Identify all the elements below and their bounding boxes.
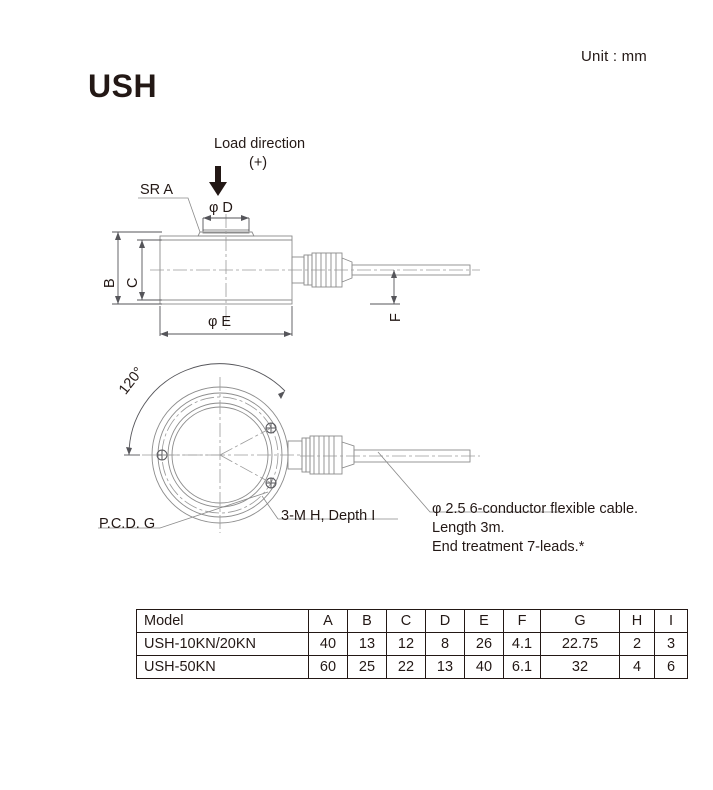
dim-b <box>112 231 162 305</box>
load-direction-arrow-icon <box>209 166 227 196</box>
cable-note: φ 2.5 6-conductor flexible cable. Length… <box>432 500 638 557</box>
cell-d: 13 <box>425 655 465 679</box>
cell-c: 12 <box>386 632 426 656</box>
tapped-hole-top-right <box>265 422 277 434</box>
plan-cable-gland-group <box>287 435 355 475</box>
dim-f <box>370 270 400 305</box>
phi-d-label: φ D <box>209 200 233 216</box>
cell-model: USH-10KN/20KN <box>136 632 309 656</box>
cell-h: 2 <box>619 632 655 656</box>
table-row: USH-50KN 60 25 22 13 40 6.1 32 4 6 <box>136 655 688 679</box>
cell-d: 8 <box>425 632 465 656</box>
specification-table: Model A B C D E F G H I USH-10KN/20KN 40… <box>136 609 688 679</box>
outer-chamfer-circle <box>157 392 283 518</box>
load-direction-sign: (+) <box>249 155 268 171</box>
cable-outline <box>351 264 471 276</box>
header-d: D <box>425 609 465 633</box>
pcd-label: P.C.D. G <box>99 516 156 532</box>
dim-c <box>137 239 162 301</box>
b-dimension-label: B <box>102 278 118 288</box>
cell-f: 4.1 <box>503 632 541 656</box>
cell-b: 25 <box>347 655 387 679</box>
cable-gland-group <box>291 252 353 288</box>
f-dimension-label: F <box>388 313 404 322</box>
header-b: B <box>347 609 387 633</box>
unit-label: Unit : mm <box>581 48 647 65</box>
angle-label: 120° <box>116 364 148 398</box>
header-a: A <box>308 609 348 633</box>
phi-e-label: φ E <box>208 314 232 330</box>
dim-phi-d <box>202 215 250 231</box>
cell-e: 26 <box>464 632 504 656</box>
cell-g: 32 <box>540 655 620 679</box>
header-c: C <box>386 609 426 633</box>
sra-leader-line <box>138 197 201 233</box>
cable-note-line-3: End treatment 7-leads.* <box>432 539 585 555</box>
cable-note-line-2: Length 3m. <box>432 520 505 536</box>
c-dimension-label: C <box>125 277 141 288</box>
boss-outline <box>202 229 250 234</box>
cell-e: 40 <box>464 655 504 679</box>
cell-a: 60 <box>308 655 348 679</box>
boss-fillet <box>197 231 255 237</box>
inner-bore-circle <box>171 406 269 504</box>
cell-c: 22 <box>386 655 426 679</box>
body-circle <box>167 402 273 508</box>
cell-model: USH-50KN <box>136 655 309 679</box>
header-h: H <box>619 609 655 633</box>
pcd-circle <box>161 396 279 514</box>
thread-spec-label: 3-M H, Depth I <box>281 508 376 524</box>
cell-b: 13 <box>347 632 387 656</box>
sra-label: SR A <box>140 182 174 198</box>
header-e: E <box>464 609 504 633</box>
thread-leader-line <box>261 495 279 520</box>
header-i: I <box>654 609 688 633</box>
cell-f: 6.1 <box>503 655 541 679</box>
cell-h: 4 <box>619 655 655 679</box>
header-model: Model <box>136 609 309 633</box>
tapped-hole-left <box>156 449 168 461</box>
header-f: F <box>503 609 541 633</box>
plan-cable-outline <box>353 449 471 463</box>
load-direction-label: Load direction <box>214 136 306 152</box>
cell-a: 40 <box>308 632 348 656</box>
body-outline <box>159 235 293 305</box>
angle-arc-120 <box>128 363 286 456</box>
outer-flange-circle <box>151 386 289 524</box>
cell-i: 6 <box>654 655 688 679</box>
page-title: USH <box>88 68 158 104</box>
table-header-row: Model A B C D E F G H I <box>136 609 688 633</box>
120-degree-radial-lines <box>162 427 272 484</box>
tapped-hole-bottom-right <box>265 477 277 489</box>
cell-i: 3 <box>654 632 688 656</box>
cell-g: 22.75 <box>540 632 620 656</box>
header-g: G <box>540 609 620 633</box>
table-row: USH-10KN/20KN 40 13 12 8 26 4.1 22.75 2 … <box>136 632 688 656</box>
cable-note-line-1: φ 2.5 6-conductor flexible cable. <box>432 501 639 517</box>
